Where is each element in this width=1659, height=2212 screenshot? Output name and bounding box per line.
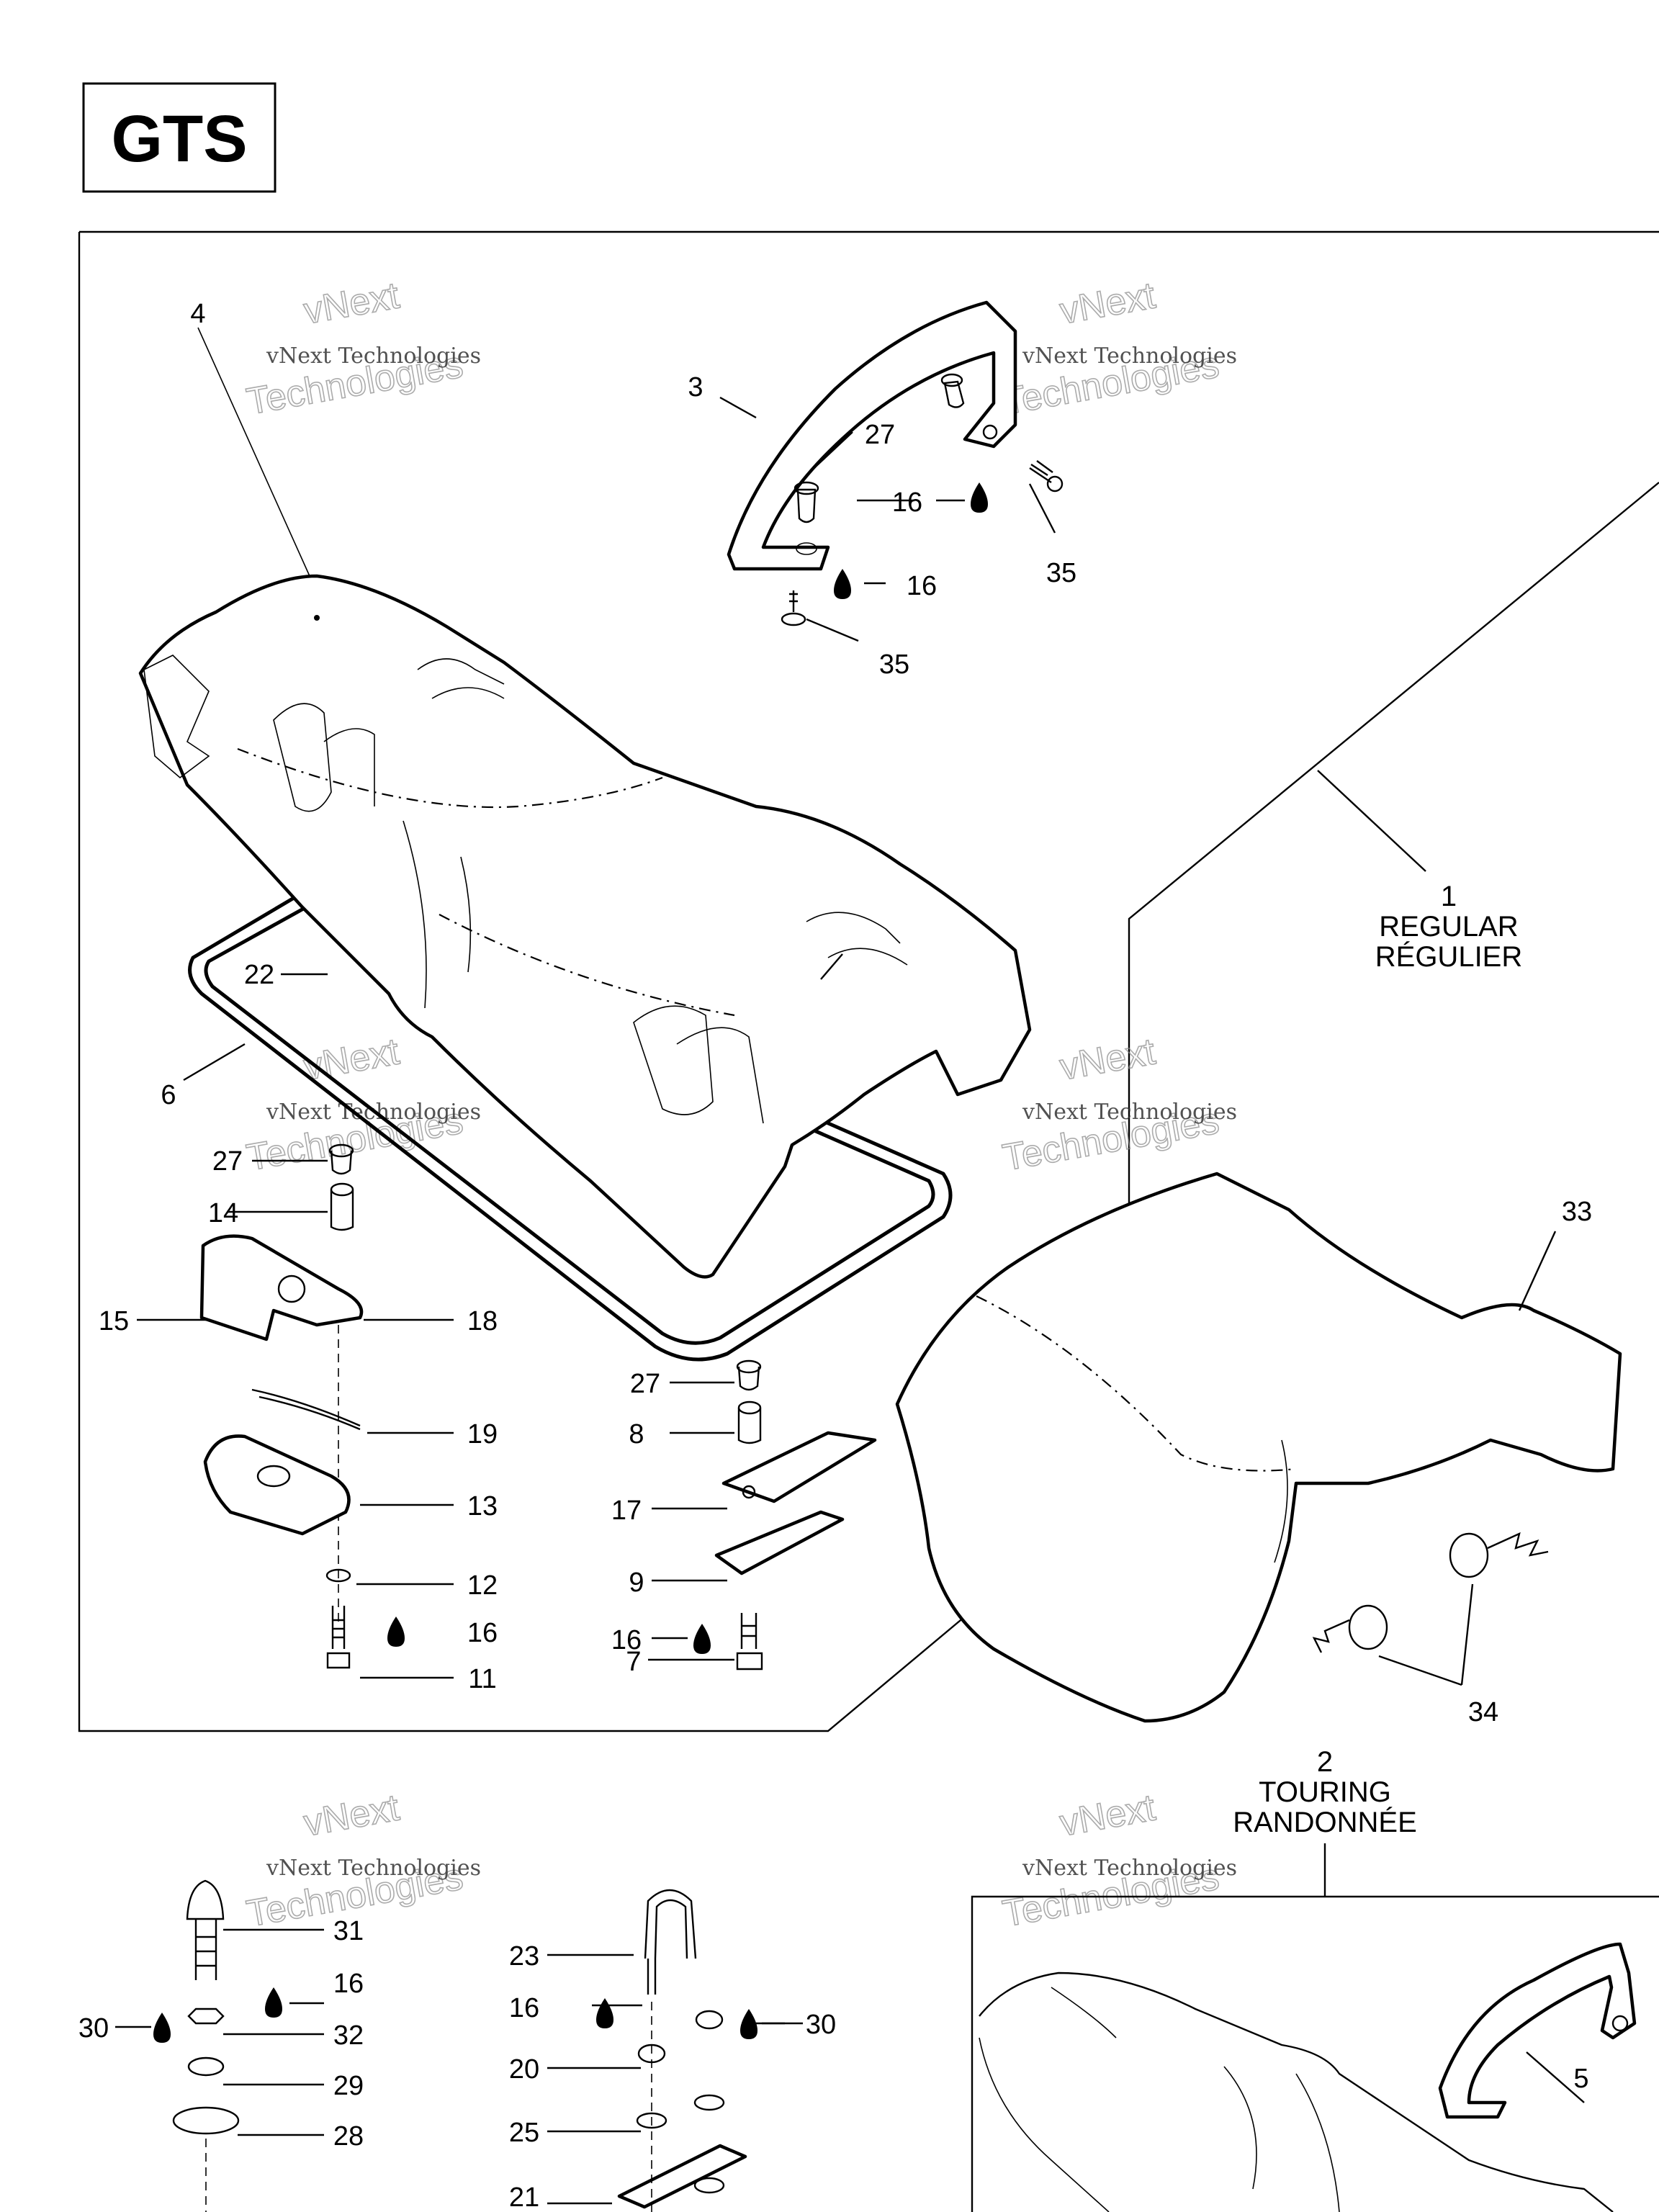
watermark-vnext: vNext xyxy=(1057,274,1159,332)
push-rivets-part xyxy=(1312,1532,1549,1686)
callout-number: 7 xyxy=(626,1647,641,1677)
watermark-group: vNext Technologies vNext Technologies vN… xyxy=(243,274,1237,1936)
callout-number: 18 xyxy=(467,1306,498,1336)
callout-number: 27 xyxy=(212,1146,243,1177)
callout-number: 9 xyxy=(629,1568,644,1598)
callout-number: 20 xyxy=(509,2054,539,2085)
callout-numbers: 4 3 27 16 35 16 35 22 6 27 14 15 18 19 1… xyxy=(78,299,1592,2212)
middle-hardware-stack xyxy=(714,1359,877,1671)
watermark-vnext: vNext xyxy=(301,1030,403,1088)
callout-number: 30 xyxy=(78,2013,109,2044)
callout-number: 16 xyxy=(892,487,922,518)
lower-left-hardware-stack xyxy=(172,1879,240,2212)
callout-number: 16 xyxy=(333,1969,364,1999)
callout-number: 35 xyxy=(879,649,909,680)
touring-seat-box: 2 TOURING RANDONNÉE xyxy=(971,1746,1659,2212)
callout-number: 3 xyxy=(688,372,703,403)
callout-number: 16 xyxy=(467,1618,498,1648)
watermark-vnext: vNext xyxy=(301,274,403,332)
callout-number: 12 xyxy=(467,1570,498,1601)
watermark-vnext: vNext xyxy=(1057,1786,1159,1844)
watermark-vnext: vNext xyxy=(1057,1030,1159,1088)
oil-drop-icon xyxy=(596,1998,613,2028)
callout-number: 8 xyxy=(629,1419,644,1449)
callout-number: 35 xyxy=(1046,558,1076,588)
callout-number: 34 xyxy=(1468,1697,1498,1727)
callout-number: 6 xyxy=(161,1080,176,1110)
oil-drop-icon xyxy=(153,2013,171,2043)
watermark-text: vNext Technologies xyxy=(1022,343,1237,369)
leader-stubs xyxy=(289,499,914,2025)
callout-number: 33 xyxy=(1562,1197,1592,1227)
oil-drop-icon xyxy=(387,1617,405,1647)
left-hardware-stack xyxy=(199,1143,364,1669)
callout-number: 5 xyxy=(1573,2064,1588,2094)
callout-number: 21 xyxy=(509,2182,539,2212)
model-badge-text: GTS xyxy=(111,102,247,176)
callout-number: 4 xyxy=(190,299,205,329)
callout-number: 27 xyxy=(865,420,895,450)
callout-number: 32 xyxy=(333,2020,364,2051)
oil-drop-icon xyxy=(740,2009,757,2039)
group-regular-label-en: REGULAR xyxy=(1379,911,1518,943)
group-regular-label: 1 REGULAR RÉGULIER xyxy=(1317,770,1523,973)
callout-number: 29 xyxy=(333,2071,364,2101)
oil-drop-icon xyxy=(693,1624,711,1654)
callout-number: 23 xyxy=(509,1941,539,1972)
callout-number: 16 xyxy=(509,1993,539,2023)
callout-number: 19 xyxy=(467,1419,498,1449)
group-touring-label-en: TOURING xyxy=(1259,1776,1391,1808)
callout-number: 11 xyxy=(468,1664,496,1694)
model-badge: GTS xyxy=(82,82,276,193)
callout-number: 30 xyxy=(806,2010,836,2040)
callout-number: 13 xyxy=(467,1491,498,1521)
watermark-text: vNext Technologies xyxy=(266,1856,481,1881)
rear-seat-cover-part xyxy=(895,1172,1622,1723)
watermark-text: vNext Technologies xyxy=(1022,1856,1237,1881)
callout-number: 17 xyxy=(611,1496,642,1526)
oil-drop-icon xyxy=(834,569,851,599)
callout-number: 16 xyxy=(907,571,937,601)
watermark-text: vNext Technologies xyxy=(1022,1100,1237,1125)
oil-drop-icon xyxy=(265,1987,282,2018)
watermark-text: vNext Technologies xyxy=(266,343,481,369)
seat-cushion-part xyxy=(138,574,1032,1279)
callout-number: 14 xyxy=(208,1198,238,1228)
callout-number: 31 xyxy=(333,1916,364,1946)
callout-number: 25 xyxy=(509,2118,539,2148)
group-touring-number: 2 xyxy=(1317,1746,1333,1778)
rear-grab-handle-part xyxy=(727,300,1017,571)
callout-number: 15 xyxy=(99,1306,129,1336)
lower-middle-hardware-stack xyxy=(617,1889,747,2212)
leader-lines xyxy=(115,327,1585,2205)
callout-number: 28 xyxy=(333,2121,364,2152)
group-regular-label-fr: RÉGULIER xyxy=(1375,940,1523,973)
callout-number: 16 xyxy=(611,1625,642,1655)
watermark-vnext: vNext xyxy=(301,1786,403,1844)
callout-number: 22 xyxy=(244,960,274,990)
handle-hardware xyxy=(781,373,1064,626)
group-touring-label-fr: RANDONNÉE xyxy=(1233,1806,1417,1838)
oil-drop-icon xyxy=(971,482,988,513)
group-regular-number: 1 xyxy=(1441,881,1457,912)
seat-base-frame-part xyxy=(188,891,953,1362)
callout-number: 27 xyxy=(630,1369,660,1399)
